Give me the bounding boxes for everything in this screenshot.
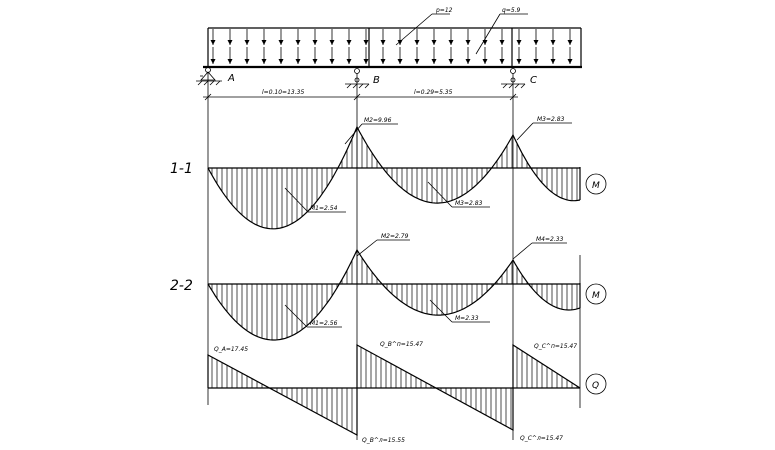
load-arrowhead	[397, 59, 403, 64]
support-a	[196, 67, 222, 86]
shear-marker: Q	[592, 381, 599, 391]
load-arrowhead	[210, 40, 216, 45]
shear-a-value: Q_A=17.45	[214, 346, 248, 353]
load-arrowhead	[482, 59, 488, 64]
shear-b-left-value: Q_B^л=15.55	[362, 437, 405, 444]
shear-marker-circle	[585, 373, 607, 395]
shear-hatching	[211, 347, 578, 433]
load-arrowhead	[346, 40, 352, 45]
moment1-curve	[207, 125, 581, 230]
load-arrowhead	[567, 59, 573, 64]
support-c-label: C	[530, 75, 537, 86]
load-arrowhead	[312, 40, 318, 45]
moment1-support-c-value: M3=2.83	[537, 116, 565, 123]
load-arrows-lower-row	[210, 47, 573, 64]
section-label-1: 1-1	[170, 161, 193, 177]
load-arrowhead	[550, 40, 556, 45]
load-arrowhead	[380, 59, 386, 64]
load-arrowhead	[448, 40, 454, 45]
section-label-2: 2-2	[170, 278, 193, 294]
moment2-support-c-value: M4=2.33	[536, 236, 564, 243]
load-arrowhead	[431, 59, 437, 64]
load-arrowhead	[516, 40, 522, 45]
load-arrowhead	[567, 40, 573, 45]
load-arrowhead	[533, 40, 539, 45]
load-arrowhead	[312, 59, 318, 64]
load-arrowhead	[499, 40, 505, 45]
load-left-label: p=12	[435, 7, 453, 14]
load-arrowhead	[499, 59, 505, 64]
moment-diagram-1: 1-1 M M2=9.96 M3=2.83 M1=2.54 M3=2.83	[170, 116, 607, 230]
load-arrowhead	[278, 59, 284, 64]
moment1-span1-value: M1=2.54	[310, 205, 338, 212]
moment1-marker-circle	[585, 173, 607, 195]
moment1-marker: M	[592, 181, 600, 191]
moment2-hatching	[211, 250, 581, 340]
load-arrowhead	[465, 40, 471, 45]
load-arrowhead	[227, 40, 233, 45]
load-arrowhead	[516, 59, 522, 64]
moment2-marker: M	[592, 291, 600, 301]
load-arrowhead	[261, 40, 267, 45]
load-arrowhead	[363, 40, 369, 45]
load-right-label: q=5.9	[502, 7, 521, 14]
load-arrowhead	[380, 40, 386, 45]
load-arrowhead	[244, 40, 250, 45]
load-arrowhead	[295, 59, 301, 64]
moment2-marker-circle	[585, 283, 607, 305]
load-arrowhead	[295, 40, 301, 45]
load-arrowhead	[448, 59, 454, 64]
shear-diagram: Q Q_A=17.45 Q_B^п=15.47 Q_C^п=15.47 Q_B^…	[207, 341, 607, 444]
moment2-span1-value: M1=2.56	[310, 320, 338, 327]
load-arrowhead	[227, 59, 233, 64]
moment2-curve	[207, 248, 581, 341]
load-arrowhead	[210, 59, 216, 64]
load-arrowhead	[431, 40, 437, 45]
load-arrowhead	[329, 59, 335, 64]
load-arrowhead	[397, 40, 403, 45]
moment2-support-b-value: M2=2.79	[381, 233, 409, 240]
load-arrowhead	[244, 59, 250, 64]
support-a-label: A	[227, 73, 235, 84]
shear-c-right-value: Q_C^п=15.47	[534, 343, 577, 350]
load-arrowhead	[278, 40, 284, 45]
moment1-hatching	[211, 127, 581, 229]
shear-c-left-value: Q_C^л=15.47	[520, 435, 563, 442]
load-arrowhead	[346, 59, 352, 64]
load-arrowhead	[465, 59, 471, 64]
moment1-support-b-value: M2=9.96	[364, 117, 392, 124]
load-arrowhead	[414, 59, 420, 64]
span1-dimension: l=0.10=13.35	[262, 89, 304, 96]
load-arrowhead	[261, 59, 267, 64]
beam-scheme: p=12 q=5.9	[196, 7, 582, 101]
load-arrowhead	[533, 59, 539, 64]
support-b-label: B	[373, 75, 380, 86]
load-arrowhead	[329, 40, 335, 45]
moment-diagram-2: 2-2 M M2=2.79 M4=2.33 M1=2.56 M=2.33	[170, 233, 607, 341]
span2-dimension: l=0.29=5.35	[414, 89, 453, 96]
moment1-span2-value: M3=2.83	[455, 200, 483, 207]
load-arrowhead	[414, 40, 420, 45]
shear-b-right-value: Q_B^п=15.47	[380, 341, 423, 348]
load-arrowhead	[363, 59, 369, 64]
support-b	[345, 68, 370, 89]
moment2-span2-value: M=2.33	[455, 315, 479, 322]
load-arrows-upper-row	[210, 29, 573, 45]
shear-outline	[207, 343, 581, 437]
load-arrowhead	[550, 59, 556, 64]
